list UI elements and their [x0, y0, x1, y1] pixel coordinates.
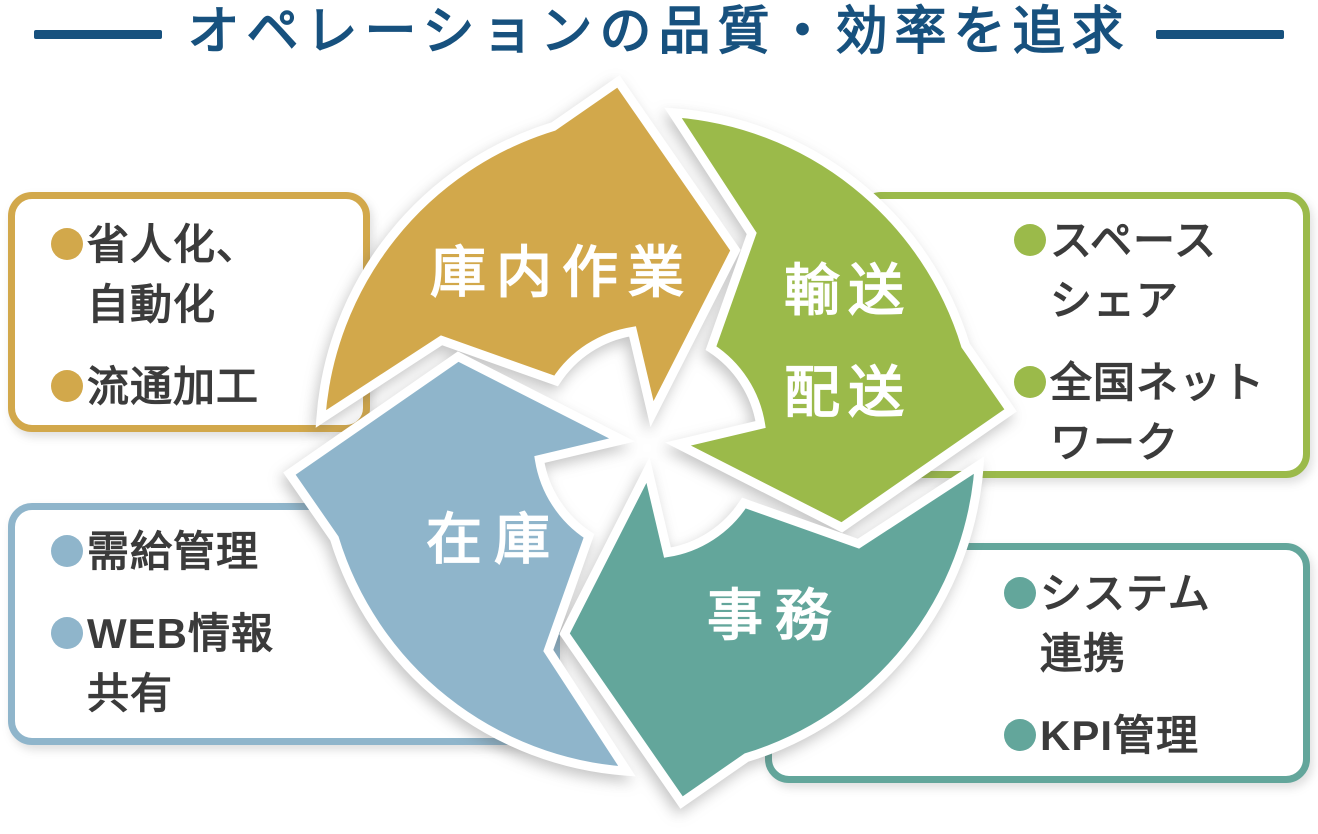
list-item: 流通加工 [51, 357, 357, 417]
segment-label-inventory: 在庫 [426, 507, 562, 571]
feature-list-inventory: 需給管理 WEB情報 共有 [51, 522, 547, 724]
list-item-text: システム 連携 [1040, 570, 1211, 677]
cycle-arrow-transport [664, 107, 1017, 533]
bullet-icon [51, 535, 83, 567]
list-item-text: 需給管理 [87, 528, 260, 575]
cycle-arrow-inventory [283, 351, 636, 777]
feature-list-transport: スペース シェア全国ネット ワーク [1014, 211, 1297, 473]
list-item: KPI管理 [1004, 706, 1297, 766]
page-title-row: オペレーションの品質・効率を追求 [0, 0, 1318, 66]
bullet-icon [1014, 366, 1046, 398]
cycle-arrow-warehouse [315, 75, 741, 428]
list-item: 全国ネット ワーク [1014, 353, 1297, 473]
list-item-text: 全国ネット ワーク [1050, 359, 1266, 466]
list-item: WEB情報 共有 [51, 604, 547, 724]
list-item-text: スペース シェア [1050, 217, 1217, 324]
title-dash-left [33, 29, 162, 39]
feature-list-warehouse: 省人化、 自動化流通加工 [51, 215, 357, 417]
page-title: オペレーションの品質・効率を追求 [187, 3, 1131, 62]
bullet-icon [1014, 224, 1046, 256]
list-item: 需給管理 [51, 522, 547, 582]
feature-box-warehouse: 省人化、 自動化流通加工 [8, 192, 370, 432]
list-item-text: 省人化、 自動化 [87, 221, 260, 328]
list-item: 省人化、 自動化 [51, 215, 357, 335]
bullet-icon [51, 370, 83, 402]
list-item: システム 連携 [1004, 564, 1297, 684]
list-item-text: WEB情報 共有 [87, 610, 274, 717]
bullet-icon [51, 228, 83, 260]
list-item-text: KPI管理 [1040, 712, 1200, 759]
bullet-icon [1004, 577, 1036, 609]
feature-list-office: システム 連携 KPI管理 [1004, 564, 1297, 766]
bullet-icon [51, 617, 83, 649]
list-item-text: 流通加工 [87, 363, 260, 410]
title-dash-right [1156, 29, 1285, 39]
cycle-arrow-office [559, 456, 985, 809]
list-item: スペース シェア [1014, 211, 1297, 331]
segment-label-warehouse: 庫内作業 [430, 240, 694, 304]
segment-label-transport: 輸送 配送 [784, 259, 912, 424]
segment-label-office: 事務 [707, 583, 843, 647]
bullet-icon [1004, 719, 1036, 751]
